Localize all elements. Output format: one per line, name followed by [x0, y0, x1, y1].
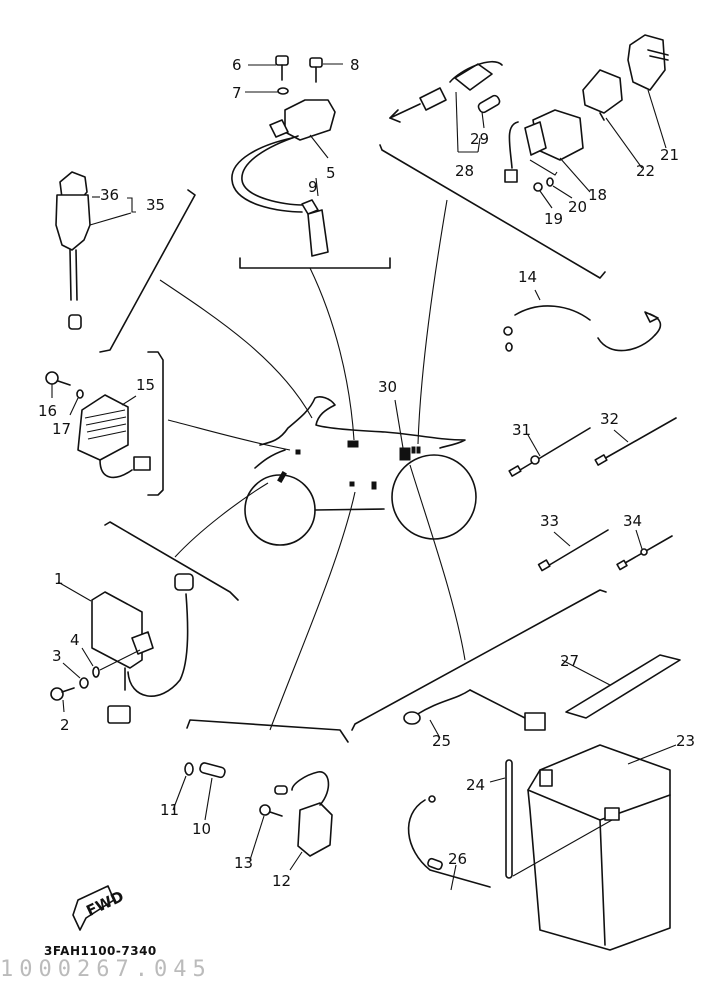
callout-17: 17 — [52, 420, 71, 438]
callout-16: 16 — [38, 402, 57, 420]
callout-1: 1 — [54, 570, 64, 588]
callout-28: 28 — [455, 162, 474, 180]
cdi-unit-icon — [91, 573, 194, 724]
switch-10-icon — [199, 762, 226, 779]
callout-11: 11 — [160, 801, 179, 819]
callout-34: 34 — [623, 512, 642, 530]
main-switch-group — [55, 171, 196, 353]
starter-relay-icon — [504, 109, 584, 183]
ignition-coil-icon — [231, 99, 336, 257]
rectifier-group — [45, 351, 164, 496]
callout-21: 21 — [660, 146, 679, 164]
component-marker — [347, 440, 359, 448]
rectifier-regulator-icon — [77, 394, 151, 479]
washer-17-icon — [76, 389, 84, 399]
battery-band-27-icon — [565, 654, 681, 719]
callout-13: 13 — [234, 854, 253, 872]
cable-tie-33-icon — [537, 529, 609, 572]
bolt-8-icon — [309, 57, 323, 83]
callout-12: 12 — [272, 872, 291, 890]
callout-6: 6 — [232, 56, 242, 74]
callout-29: 29 — [470, 130, 489, 148]
bolt-6-icon — [275, 55, 289, 81]
callout-3: 3 — [52, 647, 62, 665]
drawing-code: 3FAH1100-7340 — [44, 944, 157, 958]
callout-labels: 1 2 3 4 5 6 7 8 9 10 11 12 13 14 15 16 1… — [38, 56, 695, 890]
callout-8: 8 — [350, 56, 360, 74]
relay-21-icon — [627, 34, 669, 91]
callout-18: 18 — [588, 186, 607, 204]
callout-4: 4 — [70, 631, 80, 649]
main-switch-icon — [55, 171, 91, 330]
callout-36: 36 — [100, 186, 119, 204]
washer-7-icon — [277, 87, 289, 95]
breather-pipe-24-icon — [505, 759, 513, 879]
battery-icon — [527, 744, 671, 951]
fuse-icon — [477, 94, 501, 114]
callout-20: 20 — [568, 198, 587, 216]
callout-22: 22 — [636, 162, 655, 180]
callout-10: 10 — [192, 820, 211, 838]
callout-32: 32 — [600, 410, 619, 428]
callout-2: 2 — [60, 716, 70, 734]
battery-group — [351, 589, 681, 951]
washer-3-icon — [79, 677, 89, 689]
washer-11-icon — [184, 762, 194, 776]
forward-arrow-icon: FWD — [72, 885, 127, 931]
cable-tie-34-icon — [616, 535, 673, 571]
fuse-holder-icon — [389, 60, 503, 123]
callout-15: 15 — [136, 376, 155, 394]
washer-20-icon — [546, 177, 554, 187]
callout-5: 5 — [326, 164, 336, 182]
cable-tie-31-icon — [508, 427, 591, 477]
motorcycle-outline — [244, 396, 477, 546]
cable-tie-32-icon — [594, 417, 677, 466]
callout-33: 33 — [540, 512, 559, 530]
callout-30: 30 — [378, 378, 397, 396]
callout-26: 26 — [448, 850, 467, 868]
switch-12-icon — [274, 771, 333, 857]
screw-2-icon — [50, 687, 75, 701]
bolt-16-icon — [45, 371, 71, 386]
callout-19: 19 — [544, 210, 563, 228]
leader-arrows — [159, 199, 466, 731]
callout-35: 35 — [146, 196, 165, 214]
callout-23: 23 — [676, 732, 695, 750]
nut-19-icon — [533, 182, 543, 192]
relay-group — [379, 34, 669, 279]
component-marker-30 — [399, 447, 411, 461]
battery-cable-26-icon — [407, 795, 491, 888]
callout-7: 7 — [232, 84, 242, 102]
callout-9: 9 — [308, 178, 318, 196]
callout-14: 14 — [518, 268, 537, 286]
scan-code: 1000267.045 — [0, 957, 212, 982]
cdi-group — [50, 521, 239, 724]
switch-group — [172, 719, 349, 871]
relay-22-icon — [582, 69, 623, 121]
cable-ties — [508, 417, 677, 572]
battery-cable-25-icon — [403, 689, 546, 731]
callout-24: 24 — [466, 776, 485, 794]
callout-27: 27 — [560, 652, 579, 670]
washer-4-icon — [92, 666, 100, 678]
callout-25: 25 — [432, 732, 451, 750]
screw-13-icon — [259, 804, 283, 817]
ignition-coil-group — [231, 55, 391, 269]
wire-harness-icon — [503, 289, 662, 352]
callout-31: 31 — [512, 421, 531, 439]
